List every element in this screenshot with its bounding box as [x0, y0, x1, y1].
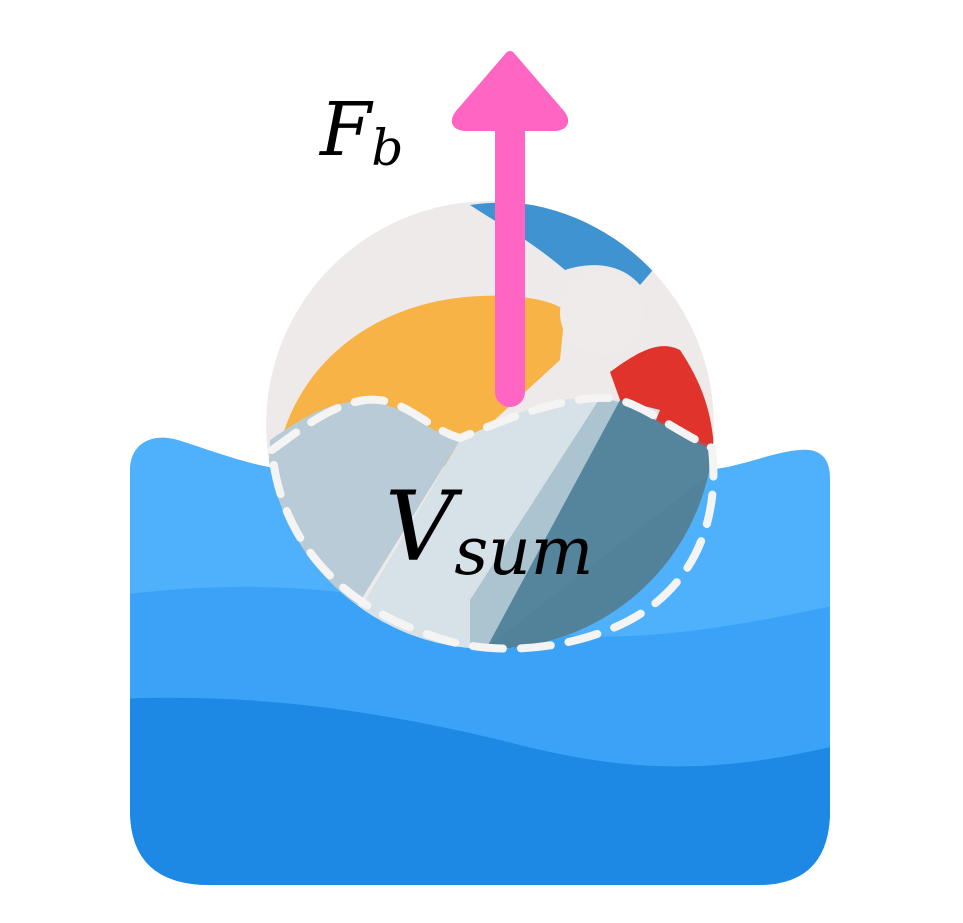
volume-subscript: sum — [454, 513, 593, 590]
water-bottom-layer — [130, 697, 830, 885]
volume-label: Vsum — [385, 471, 593, 590]
ball-red-panel — [610, 346, 714, 450]
ball-knob — [560, 271, 644, 355]
submerged-right-upper — [470, 398, 714, 649]
arrow-up-icon — [451, 51, 569, 407]
force-label: Fb — [318, 87, 403, 177]
force-arrow-head — [451, 51, 569, 131]
volume-symbol: V — [385, 471, 463, 583]
force-symbol: F — [318, 87, 374, 173]
force-subscript: b — [371, 119, 403, 177]
submerged-volume-outline — [267, 393, 718, 653]
